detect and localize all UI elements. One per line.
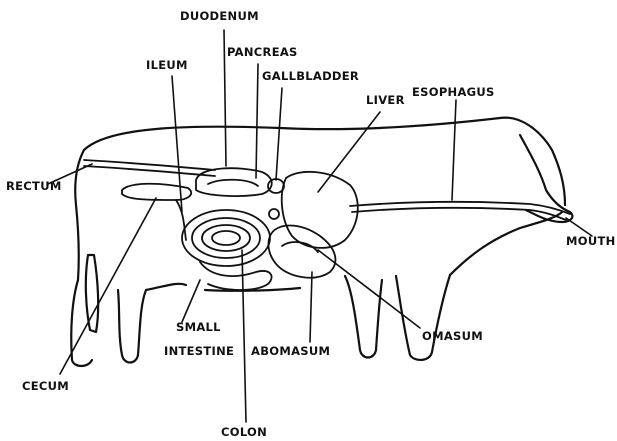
rectum-tube: [84, 160, 215, 170]
cow-head: [520, 135, 572, 222]
cow-chest: [450, 212, 562, 275]
label-duodenum: DUODENUM: [180, 9, 259, 23]
cow-tail: [86, 255, 98, 332]
omasum-detail: [282, 242, 318, 252]
label-gallbladder: GALLBLADDER: [262, 69, 359, 83]
label-small: SMALL: [176, 320, 221, 334]
cow-belly: [146, 284, 186, 290]
label-colon: COLON: [221, 425, 267, 439]
ileum-leader: [172, 76, 182, 212]
liver-leader: [318, 112, 380, 192]
cow-front-leg-1: [345, 276, 382, 358]
label-abomasum: ABOMASUM: [251, 344, 330, 358]
abomasum-leader: [310, 272, 312, 342]
label-ileum: ILEUM: [146, 58, 188, 72]
gallbladder-leader: [276, 88, 282, 180]
cow-hind-leg-2: [118, 290, 146, 363]
label-liver: LIVER: [366, 93, 405, 107]
cow-outline: [71, 118, 572, 366]
abomasum-shape: [268, 226, 335, 278]
label-omasum: OMASUM: [422, 329, 483, 343]
label-intestine: INTESTINE: [164, 344, 234, 358]
label-esophagus: ESOPHAGUS: [412, 85, 495, 99]
pancreas-shape: [208, 180, 258, 186]
label-rectum: RECTUM: [6, 179, 62, 193]
gallbladder-small: [269, 209, 279, 219]
label-mouth: MOUTH: [566, 234, 616, 248]
gallbladder-shape: [268, 179, 284, 193]
cecum-leader: [60, 198, 156, 374]
labels: DUODENUM PANCREAS ILEUM GALLBLADDER LIVE…: [6, 9, 616, 439]
pancreas-leader: [256, 64, 258, 178]
small-intestine-leader: [182, 280, 200, 322]
label-cecum: CECUM: [22, 379, 69, 393]
duodenum-leader: [224, 30, 226, 166]
cow-back: [84, 118, 565, 205]
esophagus-leader: [452, 100, 456, 200]
duodenum-loop: [196, 168, 272, 196]
omasum-leader: [318, 250, 420, 328]
spiral-colon: [182, 210, 270, 266]
label-pancreas: PANCREAS: [227, 45, 298, 59]
cow-front-leg-2: [396, 275, 450, 360]
